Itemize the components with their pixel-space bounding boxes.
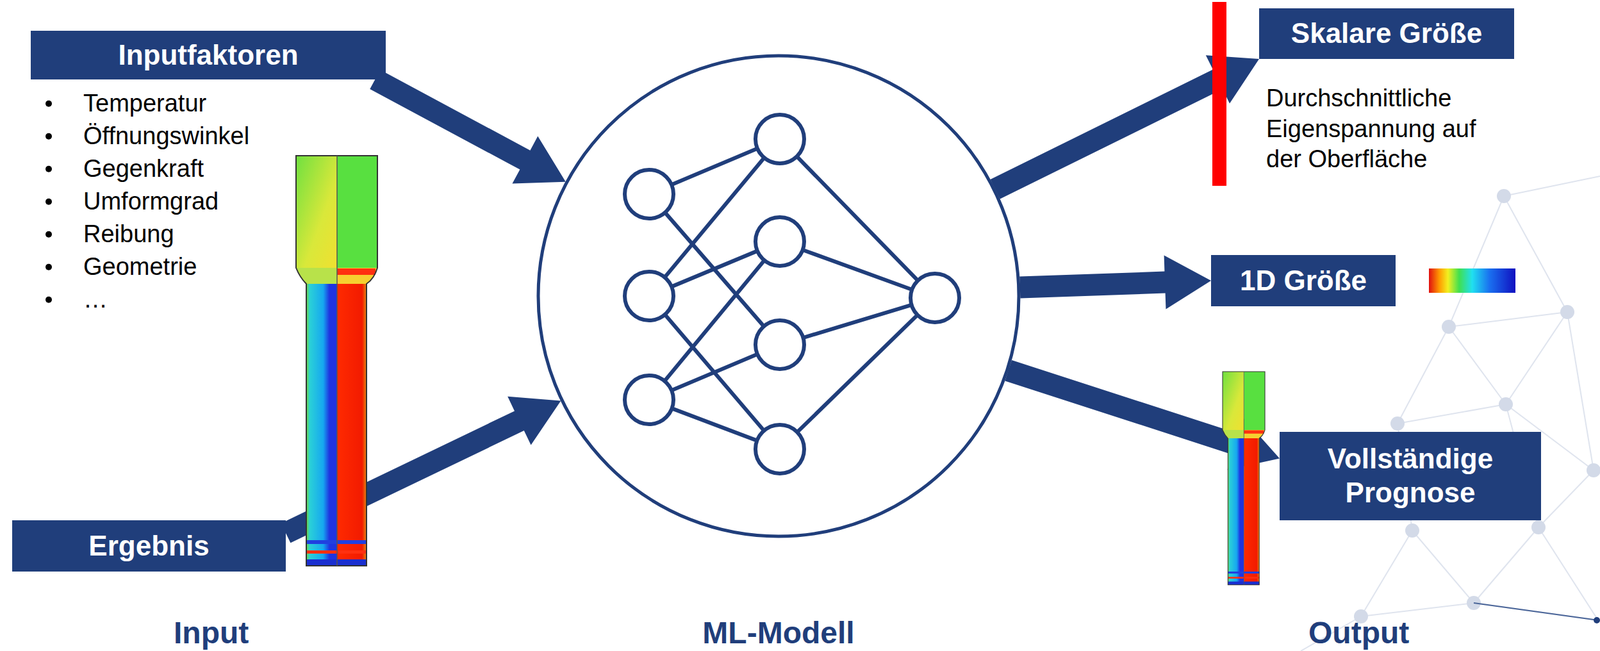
box-title: Skalare Größe xyxy=(1291,16,1483,51)
gradient-bar xyxy=(1428,268,1516,293)
list-item: Gegenkraft xyxy=(83,153,204,185)
list-item: Reibung xyxy=(83,219,175,250)
block-arrow xyxy=(369,69,566,184)
part-thumbnail xyxy=(1222,371,1265,586)
bullet-dot xyxy=(45,263,52,271)
list-item: Öffnungswinkel xyxy=(83,121,250,152)
section-label: Output xyxy=(1308,613,1410,651)
box-title: 1D Größe xyxy=(1239,263,1367,298)
bullet-dot xyxy=(45,296,52,304)
bullet-dot xyxy=(45,165,52,173)
bullet-dot xyxy=(45,231,52,238)
title-box: 1D Größe xyxy=(1211,255,1396,307)
box-title: Ergebnis xyxy=(88,529,209,564)
list-item: … xyxy=(83,284,108,316)
list-item: Umformgrad xyxy=(83,186,219,218)
title-box: Vollständige Prognose xyxy=(1279,431,1542,521)
box-title: Inputfaktoren xyxy=(117,38,298,73)
section-label: Input xyxy=(173,613,249,651)
bullet-dot xyxy=(45,100,52,108)
scalar-bar xyxy=(1212,1,1227,186)
bullet-dot xyxy=(45,133,52,140)
list-item: Temperatur xyxy=(83,88,207,120)
part-illustration xyxy=(296,155,378,566)
title-box: Ergebnis xyxy=(12,520,286,572)
bullet-dots xyxy=(45,100,52,304)
title-box: Inputfaktoren xyxy=(30,30,386,80)
ml-model-circle: ML-Modell xyxy=(535,53,1022,539)
bullet-dot xyxy=(45,198,52,206)
box-title: Vollständige Prognose xyxy=(1279,442,1542,511)
block-arrow xyxy=(1019,255,1212,310)
description-text: Durchschnittliche Eigenspannung auf der … xyxy=(1266,83,1504,175)
list-item: Geometrie xyxy=(83,251,197,283)
title-box: Skalare Größe xyxy=(1259,8,1515,59)
neural-network-icon xyxy=(535,53,1022,539)
model-title: ML-Modell xyxy=(535,615,1022,651)
